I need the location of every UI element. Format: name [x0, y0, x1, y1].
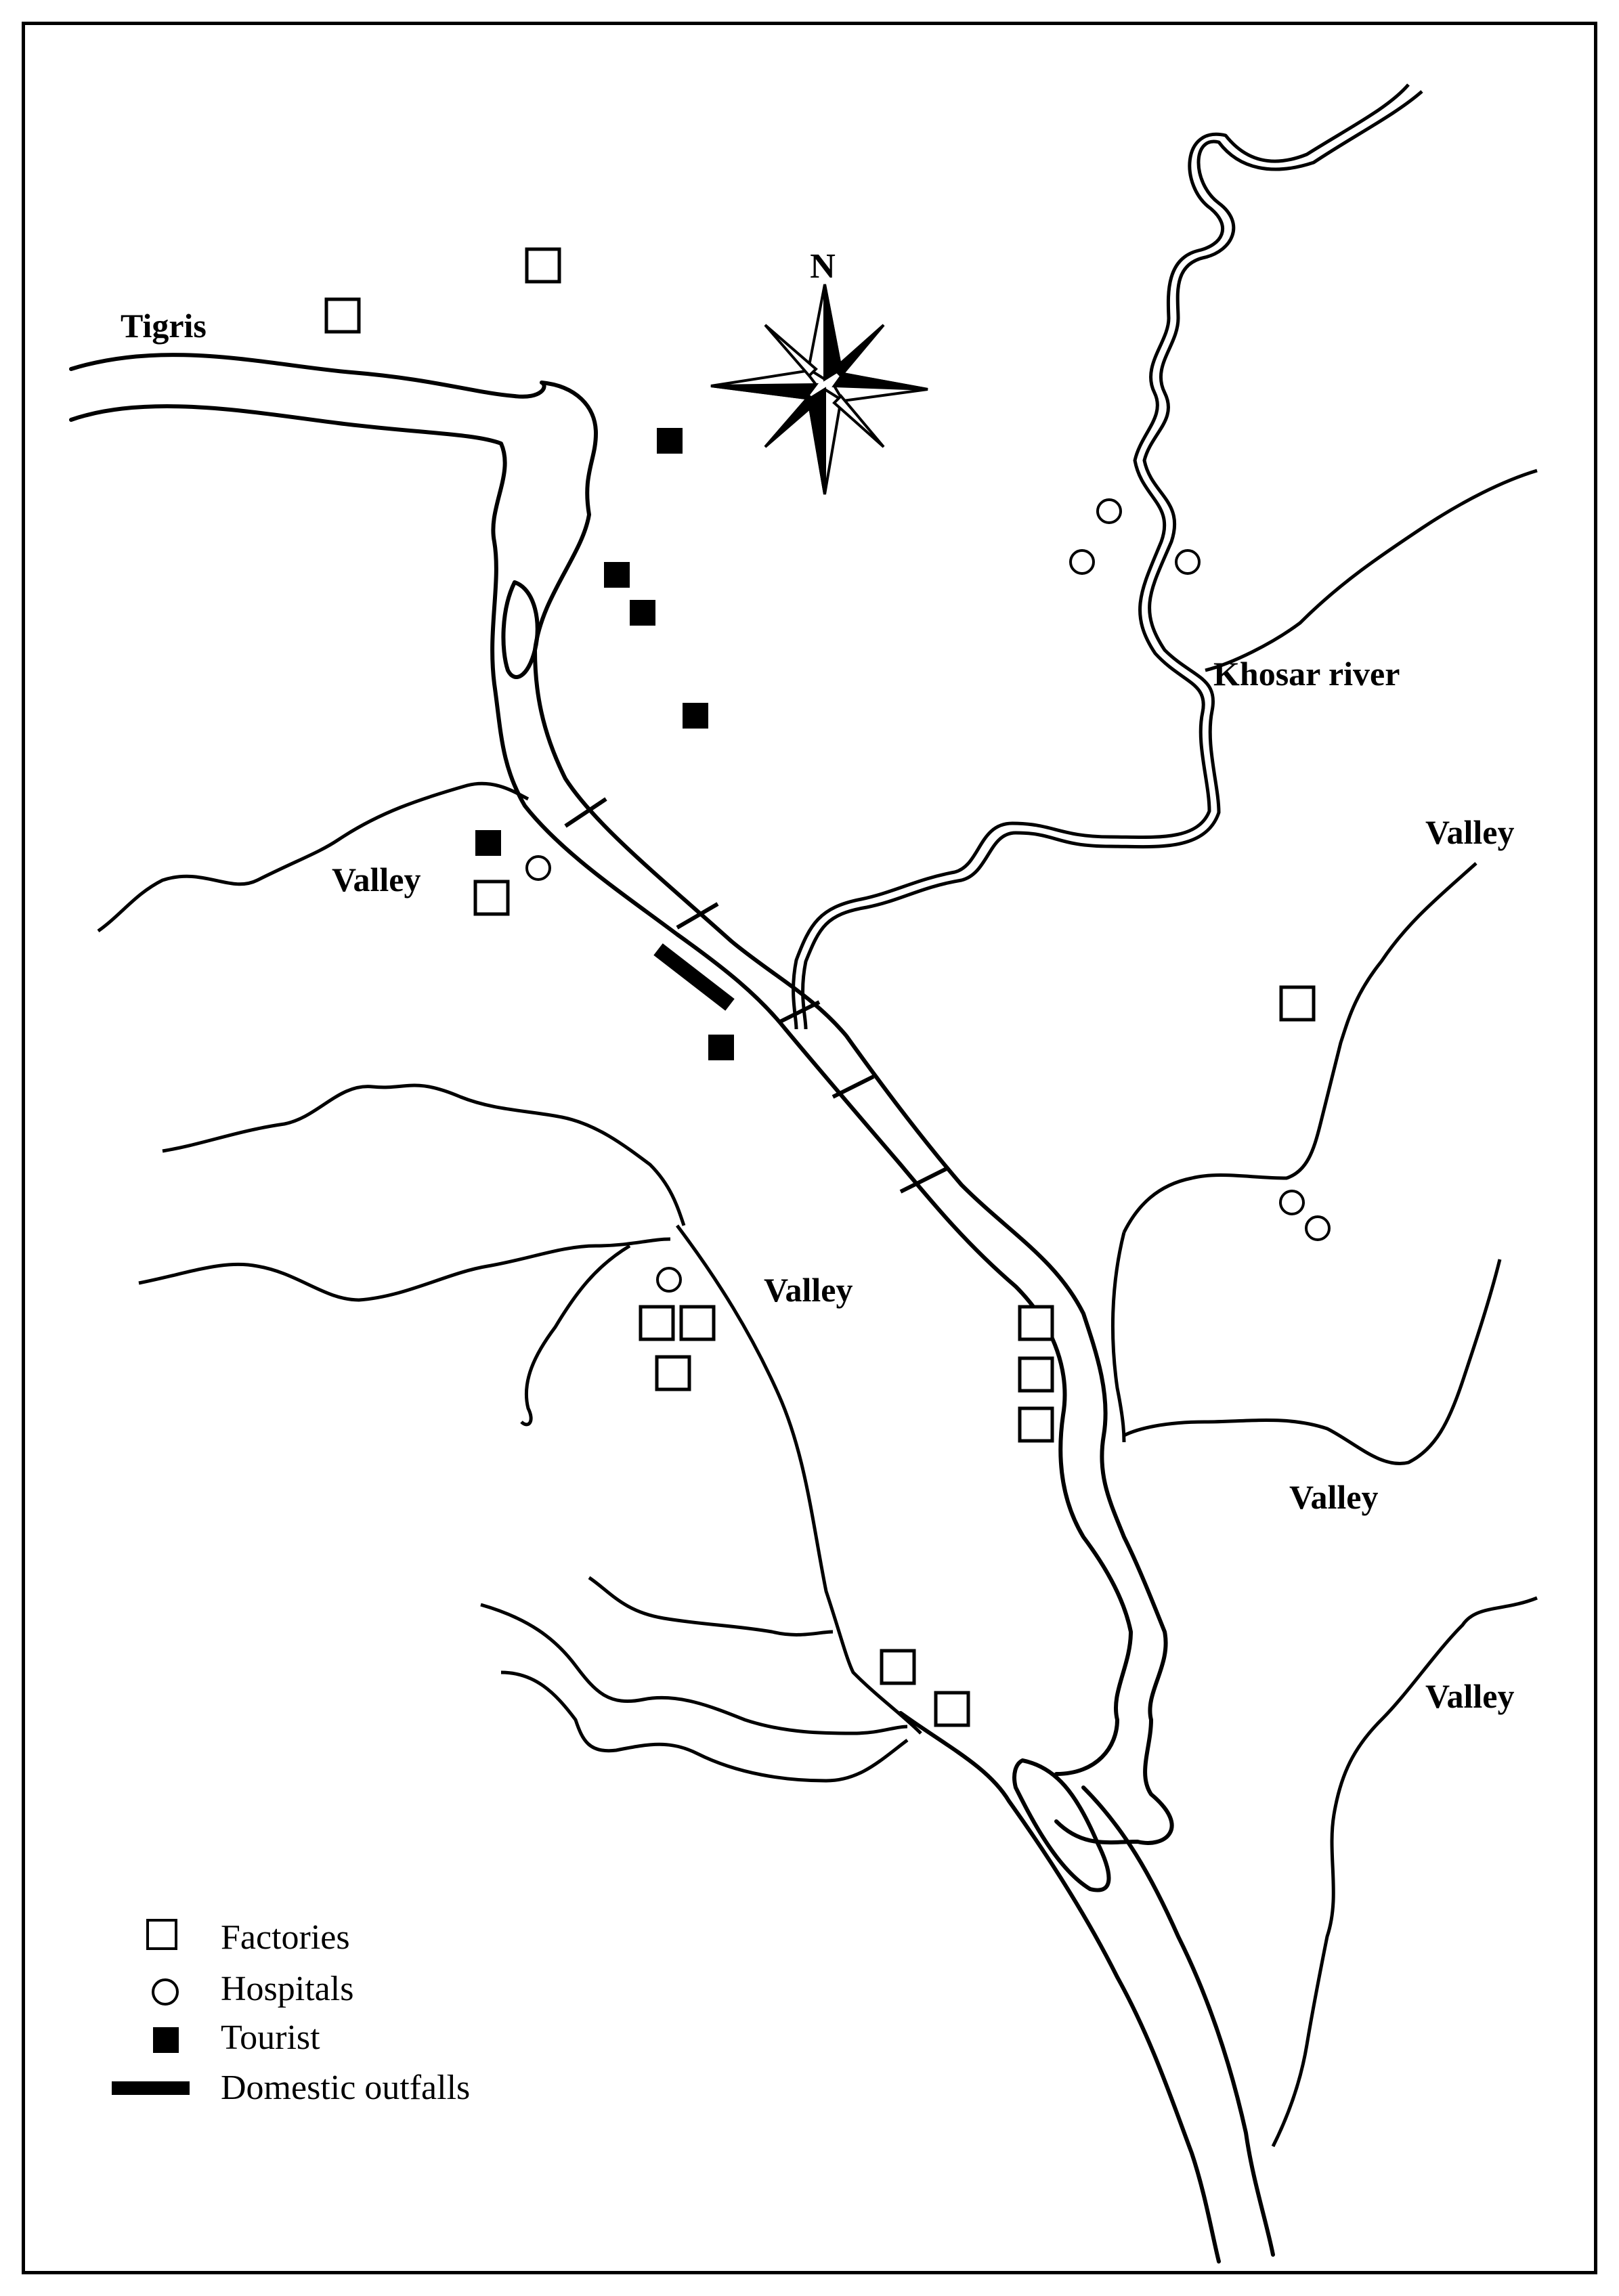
- tourist-symbol: [475, 830, 501, 856]
- bridges: [564, 797, 949, 1194]
- factory-symbol: [679, 1305, 716, 1341]
- bridge: [676, 902, 719, 930]
- bridge: [564, 797, 607, 828]
- factory-symbol: [525, 247, 561, 284]
- legend: Factories Hospitals Tourist Domestic out…: [112, 1918, 470, 2107]
- khosar-bank-east: [801, 90, 1423, 1030]
- valley-sw-3: [500, 1670, 909, 1783]
- valley-e: [1123, 1259, 1502, 1465]
- hospital-symbol: [1096, 498, 1122, 524]
- legend-hospitals-label: Hospitals: [221, 1970, 353, 2008]
- valleys: [97, 469, 1538, 2148]
- legend-tourist-swatch: [153, 2027, 179, 2053]
- factory-symbol: [1018, 1406, 1054, 1443]
- legend-hospital-swatch: [152, 1978, 179, 2006]
- legend-factories-label: Factories: [221, 1918, 350, 1957]
- hospital-symbol: [1069, 549, 1095, 575]
- valley-center-loop: [675, 1224, 922, 1735]
- domestic-outfall-symbol: [653, 943, 735, 1011]
- tigris-island-south: [1012, 1758, 1111, 1892]
- hospitals: [525, 498, 1331, 1293]
- bridge: [777, 1000, 821, 1024]
- tigris-south-bank: [69, 404, 1133, 1776]
- valley-right-spine: [1110, 1232, 1126, 1443]
- tourist-symbol: [630, 600, 655, 626]
- tigris-label: Tigris: [121, 307, 207, 345]
- bridge: [832, 1075, 875, 1099]
- khosar-bank-west: [792, 83, 1410, 1030]
- factory-symbol: [934, 1691, 970, 1727]
- factory-symbol: [880, 1649, 916, 1685]
- north-arrow: N: [710, 247, 928, 495]
- tourist-symbol: [708, 1035, 734, 1060]
- factory-symbol: [639, 1305, 675, 1341]
- factory-symbol: [1018, 1305, 1054, 1341]
- tourist-sites: [475, 428, 734, 1060]
- valley-sw-1: [588, 1576, 834, 1637]
- domestic-outfalls: [653, 943, 735, 1011]
- bridge: [899, 1166, 949, 1194]
- tourist-symbol: [604, 562, 630, 588]
- valley-left-branch: [138, 1237, 671, 1302]
- valley-label-se: Valley: [1425, 1677, 1515, 1715]
- valley-label-west: Valley: [332, 861, 421, 898]
- factories: [324, 247, 1316, 1727]
- tributary-khosar-east: [1205, 469, 1538, 672]
- factory-symbol: [1018, 1356, 1054, 1393]
- valley-label-ne: Valley: [1425, 813, 1515, 851]
- valley-nw-upper: [162, 1083, 686, 1226]
- legend-domestic-outfalls-label: Domestic outfalls: [221, 2068, 470, 2107]
- valley-se: [1271, 1596, 1538, 2148]
- legend-factory-swatch: [146, 1919, 177, 1950]
- hospital-symbol: [656, 1267, 682, 1293]
- valley-ne: [1122, 862, 1477, 1234]
- valley-label-east: Valley: [1289, 1478, 1379, 1516]
- factory-symbol: [1279, 985, 1316, 1022]
- khosar-river: [792, 83, 1423, 1030]
- hospital-symbol: [1305, 1215, 1331, 1241]
- tigris-lower-west: [899, 1711, 1221, 2263]
- tigris-lower-east: [1081, 1785, 1275, 2257]
- legend-tourist-label: Tourist: [221, 2018, 320, 2057]
- tourist-symbol: [683, 703, 708, 729]
- valley-w: [97, 781, 530, 933]
- factory-symbol: [473, 880, 510, 916]
- hospital-symbol: [525, 855, 551, 881]
- hospital-symbol: [1279, 1190, 1305, 1215]
- factory-symbol: [655, 1355, 691, 1391]
- tigris-island-north: [501, 580, 540, 679]
- valley-sw-2: [480, 1603, 908, 1735]
- factory-symbol: [324, 297, 361, 334]
- valley-hook: [520, 1244, 631, 1427]
- hospital-symbol: [1175, 549, 1201, 575]
- valley-label-center: Valley: [764, 1271, 853, 1309]
- north-label: N: [810, 247, 836, 286]
- khosar-river-label: Khosar river: [1213, 655, 1400, 693]
- tourist-symbol: [657, 428, 683, 454]
- map-labels: Tigris Khosar river Valley Valley Valley…: [121, 307, 1515, 1715]
